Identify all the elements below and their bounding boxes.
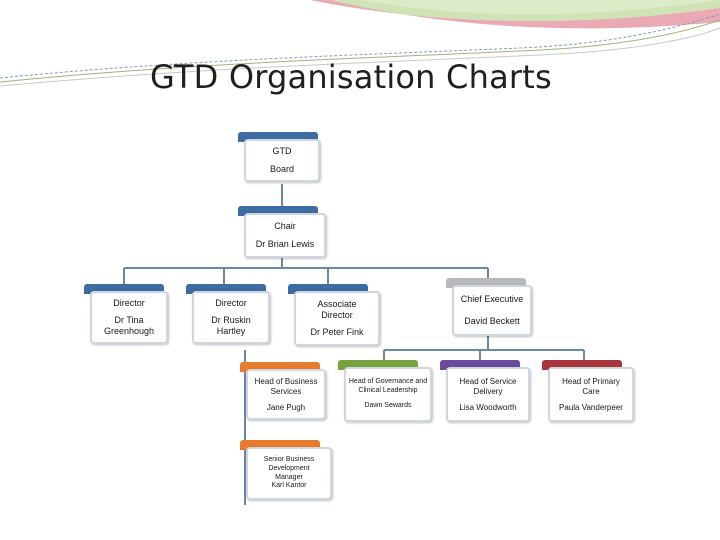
node-gtd-board[interactable]: GTD Board — [238, 132, 320, 182]
node-senior-business-development-manager[interactable]: Senior Business Development Manager Karl… — [240, 440, 332, 500]
node-chief-executive[interactable]: Chief Executive David Beckett — [446, 278, 532, 336]
node-tab — [238, 206, 318, 216]
node-box: Head of Governance and Clinical Leadersh… — [344, 367, 432, 422]
node-name: Dr Peter Fink — [310, 327, 364, 338]
node-role: Chief Executive — [460, 294, 524, 305]
header-banner — [0, 0, 720, 87]
node-box: Director Dr Ruskin Hartley — [192, 291, 270, 344]
node-box: Associate Director Dr Peter Fink — [294, 291, 380, 346]
node-role: Head of Service Delivery — [459, 376, 517, 396]
node-head-service-delivery[interactable]: Head of Service Delivery Lisa Woodworth — [440, 360, 530, 422]
node-box: Chief Executive David Beckett — [452, 285, 532, 336]
node-box: GTD Board — [244, 139, 320, 182]
node-box: Chair Dr Brian Lewis — [244, 213, 326, 258]
node-role: Director — [215, 297, 247, 308]
node-tab — [186, 284, 266, 294]
node-director-greenhough[interactable]: Director Dr Tina Greenhough — [84, 284, 168, 344]
node-name: Dawn Sewards — [364, 401, 412, 409]
node-name: Dr Ruskin Hartley — [211, 314, 251, 337]
node-director-hartley[interactable]: Director Dr Ruskin Hartley — [186, 284, 270, 344]
page-title: GTD Organisation Charts — [150, 58, 552, 96]
node-name: Jane Pugh — [266, 402, 306, 412]
node-role: Director — [113, 297, 145, 308]
node-name: Dr Tina Greenhough — [103, 314, 155, 337]
node-tab — [288, 284, 368, 294]
node-tab — [84, 284, 164, 294]
node-name: Karl Kantor — [271, 482, 307, 490]
node-role: Senior Business Development Manager — [263, 456, 315, 481]
node-name: Paula Vanderpeer — [559, 402, 623, 412]
node-box: Head of Primary Care Paula Vanderpeer — [548, 367, 634, 422]
node-head-governance[interactable]: Head of Governance and Clinical Leadersh… — [338, 360, 432, 422]
node-box: Head of Business Services Jane Pugh — [246, 369, 326, 420]
node-head-business-services[interactable]: Head of Business Services Jane Pugh — [240, 362, 326, 420]
node-head-primary-care[interactable]: Head of Primary Care Paula Vanderpeer — [542, 360, 634, 422]
node-name: Lisa Woodworth — [459, 402, 517, 412]
node-tab — [440, 360, 520, 370]
node-tab — [446, 278, 526, 288]
node-role: Head of Business Services — [254, 376, 318, 396]
node-tab — [238, 132, 318, 142]
node-line1: Chair — [274, 221, 296, 232]
node-chair[interactable]: Chair Dr Brian Lewis — [238, 206, 326, 258]
node-tab — [338, 360, 418, 370]
node-tab — [240, 362, 320, 372]
node-line2: Board — [269, 163, 295, 174]
node-line1: GTD — [272, 146, 292, 157]
node-line2: Dr Brian Lewis — [255, 238, 315, 249]
node-box: Director Dr Tina Greenhough — [90, 291, 168, 344]
node-associate-director[interactable]: Associate Director Dr Peter Fink — [288, 284, 380, 346]
node-role: Associate Director — [317, 298, 357, 320]
node-tab — [240, 440, 320, 450]
node-box: Head of Service Delivery Lisa Woodworth — [446, 367, 530, 422]
node-role: Head of Primary Care — [562, 376, 620, 396]
node-box: Senior Business Development Manager Karl… — [246, 447, 332, 500]
node-tab — [542, 360, 622, 370]
node-role: Head of Governance and Clinical Leadersh… — [348, 378, 428, 395]
node-name: David Beckett — [464, 315, 520, 326]
